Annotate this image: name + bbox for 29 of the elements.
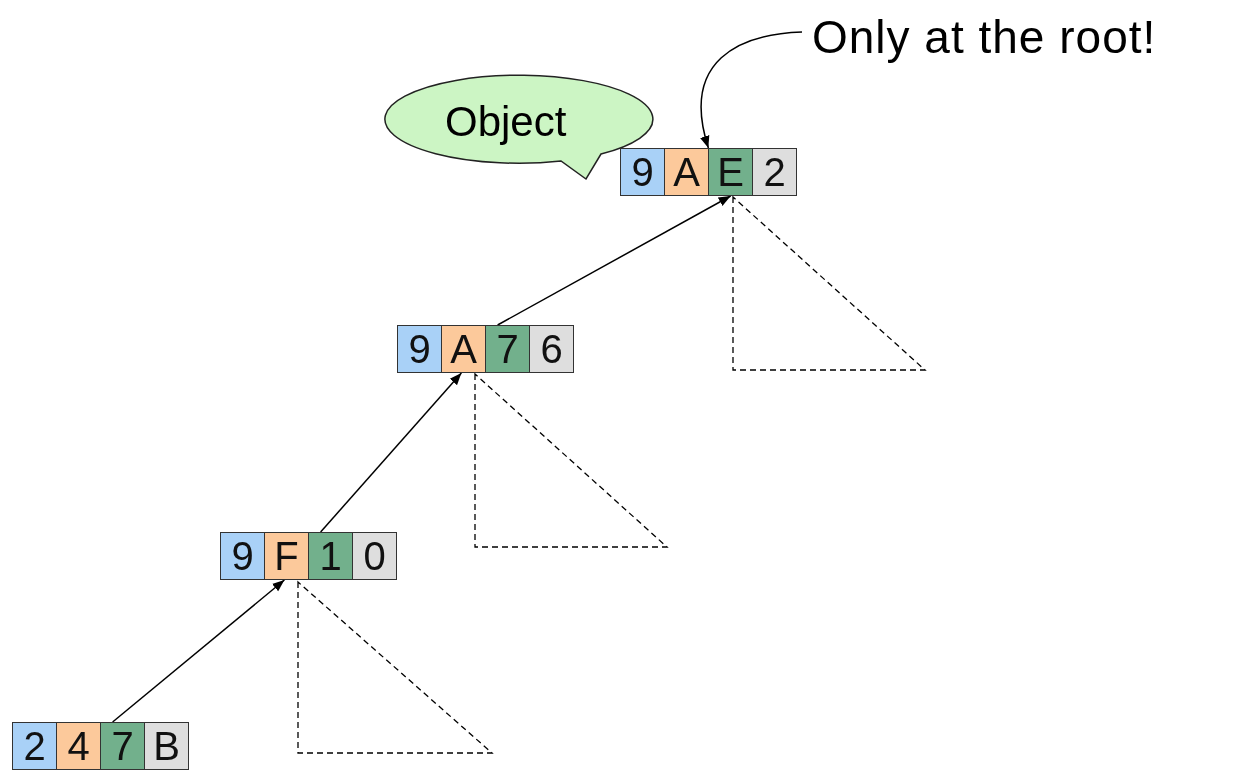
subtree-triangle (474, 372, 669, 548)
bubble-text: Object (445, 98, 567, 146)
note-text: Only at the root! (812, 10, 1157, 64)
arrow (319, 372, 463, 533)
subtree-triangle (297, 580, 494, 754)
digit-cell: 9 (398, 326, 442, 372)
digit-cell: 9 (621, 149, 665, 195)
digit-cell: A (665, 149, 709, 195)
digit-cell: B (145, 723, 188, 769)
digit-cell: 7 (101, 723, 145, 769)
digit-cell: 7 (486, 326, 530, 372)
digit-cell: A (442, 326, 486, 372)
node-id-box (220, 532, 397, 580)
digit-cell: 6 (530, 326, 573, 372)
digit-cell: 2 (753, 149, 796, 195)
arrow (496, 195, 732, 326)
node-id-box (620, 148, 797, 196)
digit-cell: 9 (221, 533, 265, 579)
digit-cell: 2 (13, 723, 57, 769)
digit-cell: 0 (353, 533, 396, 579)
arrow (111, 579, 286, 723)
digit-cell: 1 (309, 533, 353, 579)
digit-cell: 4 (57, 723, 101, 769)
arrow (700, 31, 803, 149)
node-id-box (12, 722, 189, 770)
node-id-box (397, 325, 574, 373)
digit-cell: E (709, 149, 753, 195)
subtree-triangle (732, 195, 927, 371)
digit-cell: F (265, 533, 309, 579)
